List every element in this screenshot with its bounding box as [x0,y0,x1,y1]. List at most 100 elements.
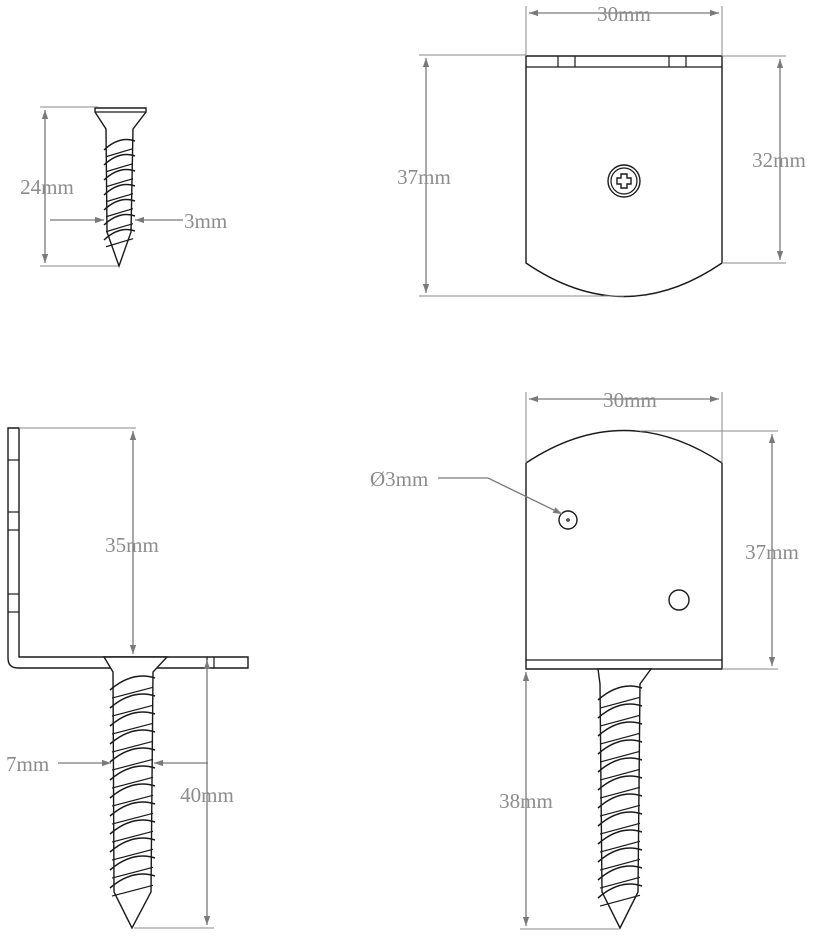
bracket-plate-front [525,429,723,670]
thread-crest [109,801,156,817]
hole-diameter-leader: Ø3mm [370,467,563,515]
thread-crest [597,739,643,755]
thread-root [599,714,641,727]
thread-root [599,750,641,763]
small-screw-threads [103,138,136,248]
side-screw-diameter-dimension: 7mm [6,752,208,776]
small-screw-diameter-label: 3mm [184,209,227,233]
side-height-dimension: 35mm [19,427,159,654]
thread-root [111,722,154,735]
side-wood-screw [102,656,169,930]
thread-root [105,193,134,203]
thread-crest [103,228,136,241]
front-height-label: 37mm [745,540,799,564]
side-screw-length-label: 40mm [180,783,234,807]
thread-crest [597,775,643,791]
thread-crest [109,855,156,871]
small-screw [94,107,147,269]
thread-crest [597,847,643,863]
thread-crest [597,703,643,719]
thread-crest [103,138,136,151]
thread-crest [109,693,156,709]
small-screw-diameter-dimension: 3mm [50,209,227,233]
thread-crest [109,711,156,727]
thread-root [111,740,154,753]
side-height-label: 35mm [105,533,159,557]
large-hole [668,589,690,611]
thread-crest [597,685,643,701]
side-screw-length-dimension: 40mm [134,660,234,929]
thread-crest [103,198,136,211]
front-width-dimension: 30mm [525,388,723,463]
side-screw-threads [109,675,156,897]
thread-crest [109,819,156,835]
front-width-label: 30mm [603,388,657,412]
thread-root [599,894,641,907]
thread-root [599,768,641,781]
thread-root [105,148,134,158]
hole-diameter-label: Ø3mm [370,467,428,491]
thread-root [111,704,154,717]
thread-crest [109,729,156,745]
top-height-dimension: 37mm [397,54,624,297]
l-bracket-profile [7,427,249,669]
thread-root [599,786,641,799]
bracket-top-view: 30mm 37mm 32mm [397,2,806,298]
thread-root [599,732,641,745]
thread-root [105,178,134,188]
thread-crest [109,873,156,889]
thread-crest [597,865,643,881]
thread-root [599,840,641,853]
thread-root [111,848,154,861]
front-screw-threads [597,685,643,907]
thread-crest [103,168,136,181]
thread-root [111,884,154,897]
front-height-dimension: 37mm [640,430,799,670]
thread-root [599,804,641,817]
thread-crest [103,153,136,166]
thread-root [105,223,134,233]
thread-root [599,822,641,835]
thread-root [105,163,134,173]
front-wood-screw [597,668,653,930]
thread-root [111,812,154,825]
thread-root [111,686,154,699]
thread-root [111,866,154,879]
thread-crest [597,811,643,827]
thread-crest [109,783,156,799]
thread-crest [597,793,643,809]
thread-root [111,794,154,807]
thread-root [111,758,154,771]
thread-crest [597,829,643,845]
thread-crest [109,837,156,853]
thread-root [105,238,134,248]
thread-root [111,830,154,843]
top-height-label: 37mm [397,165,451,189]
thread-crest [109,747,156,763]
top-width-label: 30mm [597,2,651,26]
thread-root [599,696,641,709]
thread-crest [597,883,643,899]
bracket-side-view: 35mm 7mm 40mm [6,427,249,930]
front-screw-length-dimension: 38mm [499,672,620,930]
thread-crest [597,757,643,773]
thread-crest [109,765,156,781]
thread-root [105,208,134,218]
top-inner-height-label: 32mm [752,148,806,172]
small-screw-view: 24mm 3mm [20,106,227,269]
thread-crest [597,721,643,737]
phillips-screw-head [607,164,641,198]
thread-root [111,776,154,789]
top-inner-height-dimension: 32mm [722,55,806,264]
thread-crest [109,675,156,691]
small-screw-length-dimension: 24mm [20,106,118,267]
thread-root [599,876,641,889]
thread-root [599,858,641,871]
bracket-front-view: 30mm Ø3mm 37mm 38mm [370,388,799,930]
thread-crest [103,183,136,196]
thread-crest [103,213,136,226]
front-screw-length-label: 38mm [499,789,553,813]
top-width-dimension: 30mm [525,2,723,56]
side-screw-diameter-label: 7mm [6,752,49,776]
